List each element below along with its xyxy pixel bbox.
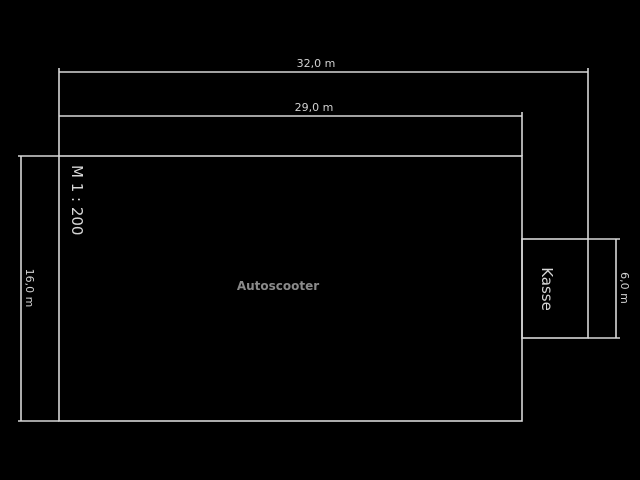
autoscooter-label: Autoscooter [237, 279, 319, 293]
kasse-label: Kasse [538, 267, 556, 311]
scale-label: M 1 : 200 [68, 165, 86, 235]
dim-29-label: 29,0 m [295, 101, 334, 114]
dim-6-label: 6,0 m [618, 272, 631, 304]
dim-32-label: 32,0 m [297, 57, 336, 70]
dim-16-label: 16,0 m [23, 269, 36, 308]
kasse-booth-outline [521, 238, 589, 339]
